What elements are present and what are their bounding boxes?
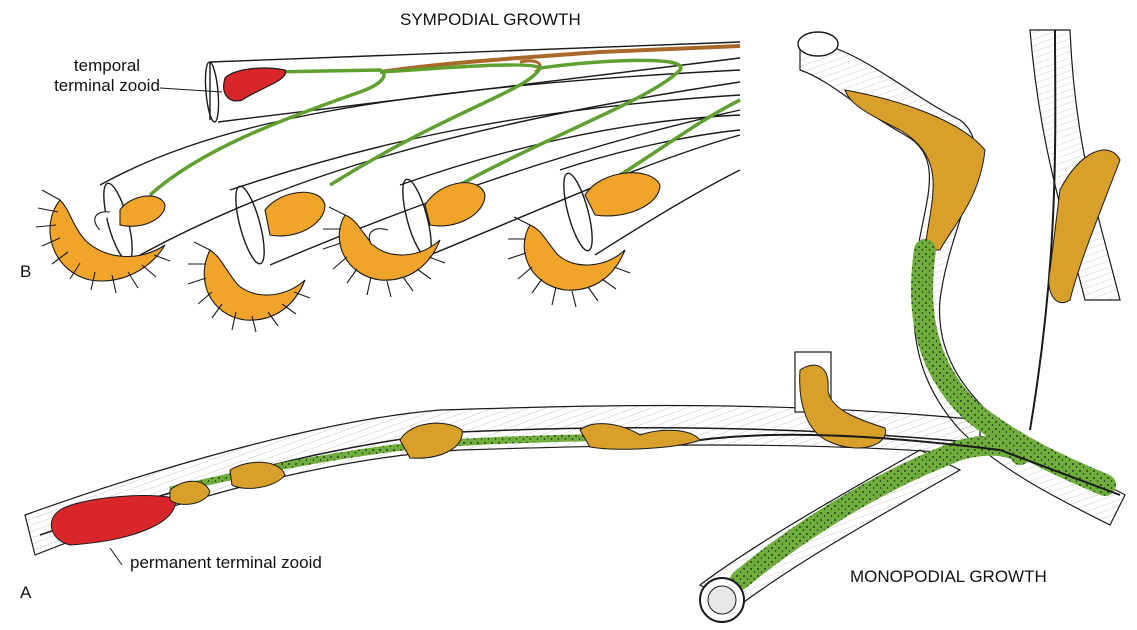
- sympodial-growth-title: SYMPODIAL GROWTH: [400, 10, 581, 30]
- right-vertical-branch: [1030, 30, 1120, 430]
- polyp-heads: [36, 173, 660, 332]
- polyp-4: [508, 173, 660, 307]
- temporal-leader-line: [160, 88, 222, 92]
- temporal-terminal-zooid-label: temporal terminal zooid: [52, 56, 162, 95]
- permanent-leader-line: [110, 548, 122, 565]
- panel-a-letter: A: [20, 583, 31, 603]
- lower-diagonal-branch: [700, 446, 1020, 622]
- temporal-terminal-zooid: [224, 68, 286, 101]
- temporal-label-line1: temporal: [52, 56, 162, 76]
- monopodial-growth-title: MONOPODIAL GROWTH: [850, 567, 1047, 587]
- temporal-label-line2: terminal zooid: [52, 76, 162, 96]
- polyp-1: [36, 190, 170, 293]
- monopodial-panel: [25, 30, 1125, 622]
- sympodial-branch-tubes: [98, 42, 740, 266]
- panel-b-letter: B: [20, 262, 31, 282]
- permanent-terminal-zooid-label: permanent terminal zooid: [130, 553, 322, 573]
